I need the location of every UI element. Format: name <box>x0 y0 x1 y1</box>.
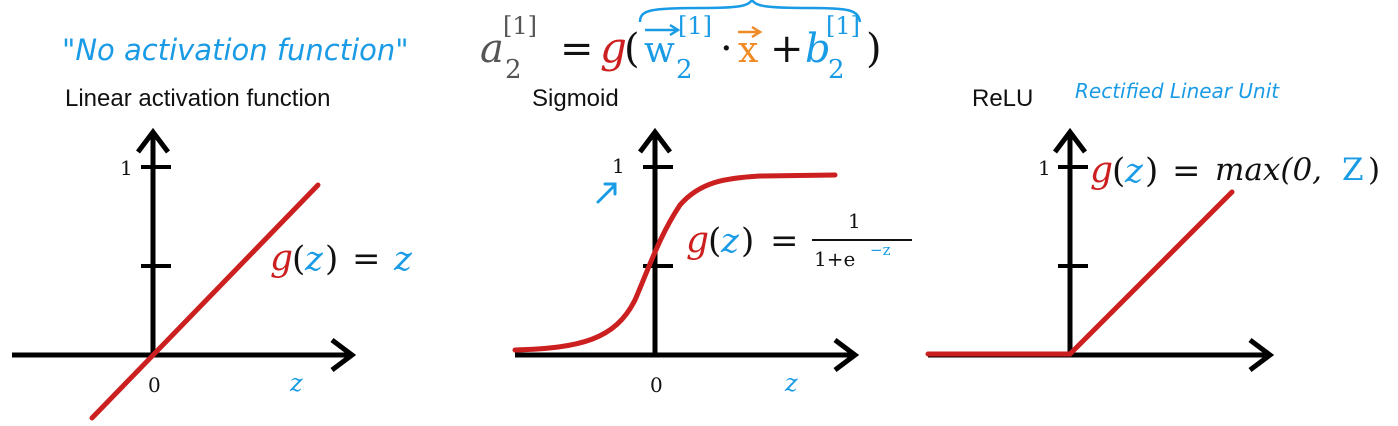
linear-title: Linear activation function <box>65 85 331 112</box>
eq-a-sup: [1] <box>503 12 537 40</box>
relu-title: ReLU <box>972 85 1033 112</box>
relu-y-arrowhead-icon <box>1053 127 1087 154</box>
sigmoid-formula-rp: ) <box>741 221 754 261</box>
neuron-equation: a 2 [1] = g ( w 2 [1] · x + b 2 [1] ) <box>480 0 882 85</box>
eq-w-sup: [1] <box>678 12 712 40</box>
sigmoid-formula-z: z <box>720 221 740 261</box>
eq-a-sub: 2 <box>505 55 522 85</box>
linear-formula-g: g <box>270 238 293 279</box>
relu-formula-eq: = <box>1172 151 1201 191</box>
sigmoid-curve <box>512 172 838 353</box>
eq-lparen: ( <box>624 26 640 72</box>
eq-rparen: ) <box>866 26 882 72</box>
sigmoid-formula: g ( z ) = 1 1+e −z <box>686 209 912 271</box>
linear-formula-eq: = <box>352 239 381 279</box>
relu-formula-max: max(0, <box>1215 152 1322 188</box>
sigmoid-y-arrowhead-icon <box>638 127 672 154</box>
eq-dot: · <box>720 26 733 72</box>
eq-g: g <box>600 23 627 72</box>
linear-x-axis-label: z <box>289 369 303 397</box>
linear-formula: g ( z ) = z <box>270 238 413 279</box>
linear-x-arrowhead-icon <box>330 338 357 372</box>
eq-w-sub: 2 <box>676 55 693 85</box>
sigmoid-title: Sigmoid <box>532 85 619 112</box>
sigmoid-formula-num: 1 <box>848 209 861 233</box>
relu-tick-one-label: 1 <box>1038 156 1051 180</box>
eq-w: w <box>644 30 675 71</box>
linear-formula-lp: ( <box>292 239 305 279</box>
overbrace-icon <box>638 0 862 23</box>
eq-x: x <box>738 30 758 71</box>
relu-subtitle: Rectified Linear Unit <box>1075 79 1280 103</box>
vector-arrow-w-icon <box>645 23 681 37</box>
sigmoid-formula-lp: ( <box>708 221 721 261</box>
linear-panel: Linear activation function 1 0 z g ( z )… <box>12 85 413 421</box>
linear-formula-rp: ) <box>325 239 338 279</box>
linear-origin-label: 0 <box>148 373 161 397</box>
eq-b-sup: [1] <box>826 12 860 40</box>
relu-panel: ReLU Rectified Linear Unit 1 g ( z ) = m… <box>925 79 1380 372</box>
eq-a: a <box>480 26 504 72</box>
sigmoid-formula-den-exp: −z <box>870 241 891 259</box>
eq-b-sub: 2 <box>828 55 845 85</box>
sigmoid-origin-label: 0 <box>650 373 663 397</box>
eq-plus: + <box>770 26 804 72</box>
linear-y-arrowhead-icon <box>136 127 170 154</box>
relu-formula-rp: ) <box>1145 151 1158 191</box>
relu-curve <box>925 189 1235 357</box>
linear-tick-one-label: 1 <box>120 156 133 180</box>
handwritten-arrow-icon <box>596 182 617 204</box>
eq-equals: = <box>560 26 594 72</box>
relu-formula-close: ) <box>1368 152 1380 188</box>
sigmoid-formula-den: 1+e <box>814 247 855 271</box>
relu-formula-g: g <box>1090 150 1113 191</box>
eq-b: b <box>805 26 831 72</box>
sigmoid-panel: Sigmoid 1 0 z g ( z ) = 1 1+e −z <box>512 85 912 397</box>
relu-formula-z2: Z <box>1342 152 1364 188</box>
sigmoid-x-arrowhead-icon <box>833 338 860 372</box>
relu-formula-lp: ( <box>1112 151 1125 191</box>
sigmoid-tick-one-label: 1 <box>612 154 625 178</box>
no-activation-annotation: "No activation function" <box>62 33 409 67</box>
sigmoid-formula-eq: = <box>770 221 799 261</box>
linear-curve <box>89 182 321 421</box>
relu-formula-z: z <box>1124 151 1144 191</box>
vector-arrow-x-icon <box>738 25 763 39</box>
sigmoid-x-axis-label: z <box>784 369 798 397</box>
linear-formula-rhs: z <box>393 239 413 279</box>
relu-formula: g ( z ) = max(0, Z ) <box>1090 150 1380 191</box>
sigmoid-formula-g: g <box>686 220 709 261</box>
linear-formula-z: z <box>304 239 324 279</box>
relu-x-arrowhead-icon <box>1248 338 1275 372</box>
